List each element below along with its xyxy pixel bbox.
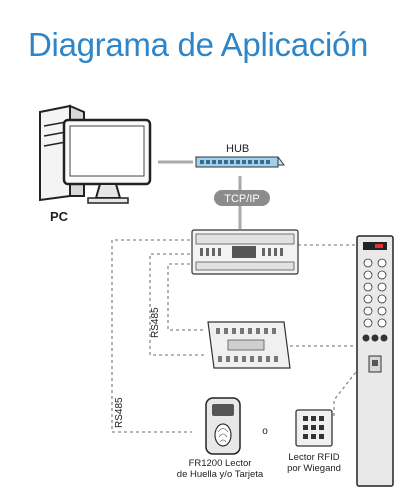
expansion-board-icon	[207, 321, 291, 369]
dashed-wiring	[111, 239, 357, 433]
tcpip-badge: TCP/IP	[214, 190, 270, 206]
hub-switch-icon	[195, 156, 285, 168]
tcpip-label: TCP/IP	[224, 193, 259, 205]
rs485-outer-line	[111, 239, 192, 433]
diagram-title: Diagrama de Aplicación	[28, 26, 369, 63]
keypad-panel-icon	[356, 235, 394, 487]
fingerprint-label-line1: FR1200 Lector	[189, 458, 252, 469]
pc-label: PC	[50, 209, 69, 224]
access-controller-icon	[191, 229, 299, 275]
fingerprint-reader-icon	[205, 397, 241, 455]
rfid-keypad-line	[333, 371, 357, 416]
hub-label: HUB	[226, 143, 249, 155]
or-separator: o	[262, 426, 268, 437]
rs485-inner-line	[149, 253, 206, 356]
rfid-reader-icon	[295, 409, 333, 447]
rs485-label-lower: RS485	[114, 397, 125, 428]
rfid-label-line1: Lector RFID	[288, 452, 339, 463]
rs485-label-upper: RS485	[150, 307, 161, 338]
rfid-label-line2: por Wiegand	[287, 463, 341, 474]
controller-board-line	[167, 263, 206, 331]
pc-icon	[39, 104, 152, 204]
fingerprint-label-line2: de Huella y/o Tarjeta	[177, 469, 264, 480]
